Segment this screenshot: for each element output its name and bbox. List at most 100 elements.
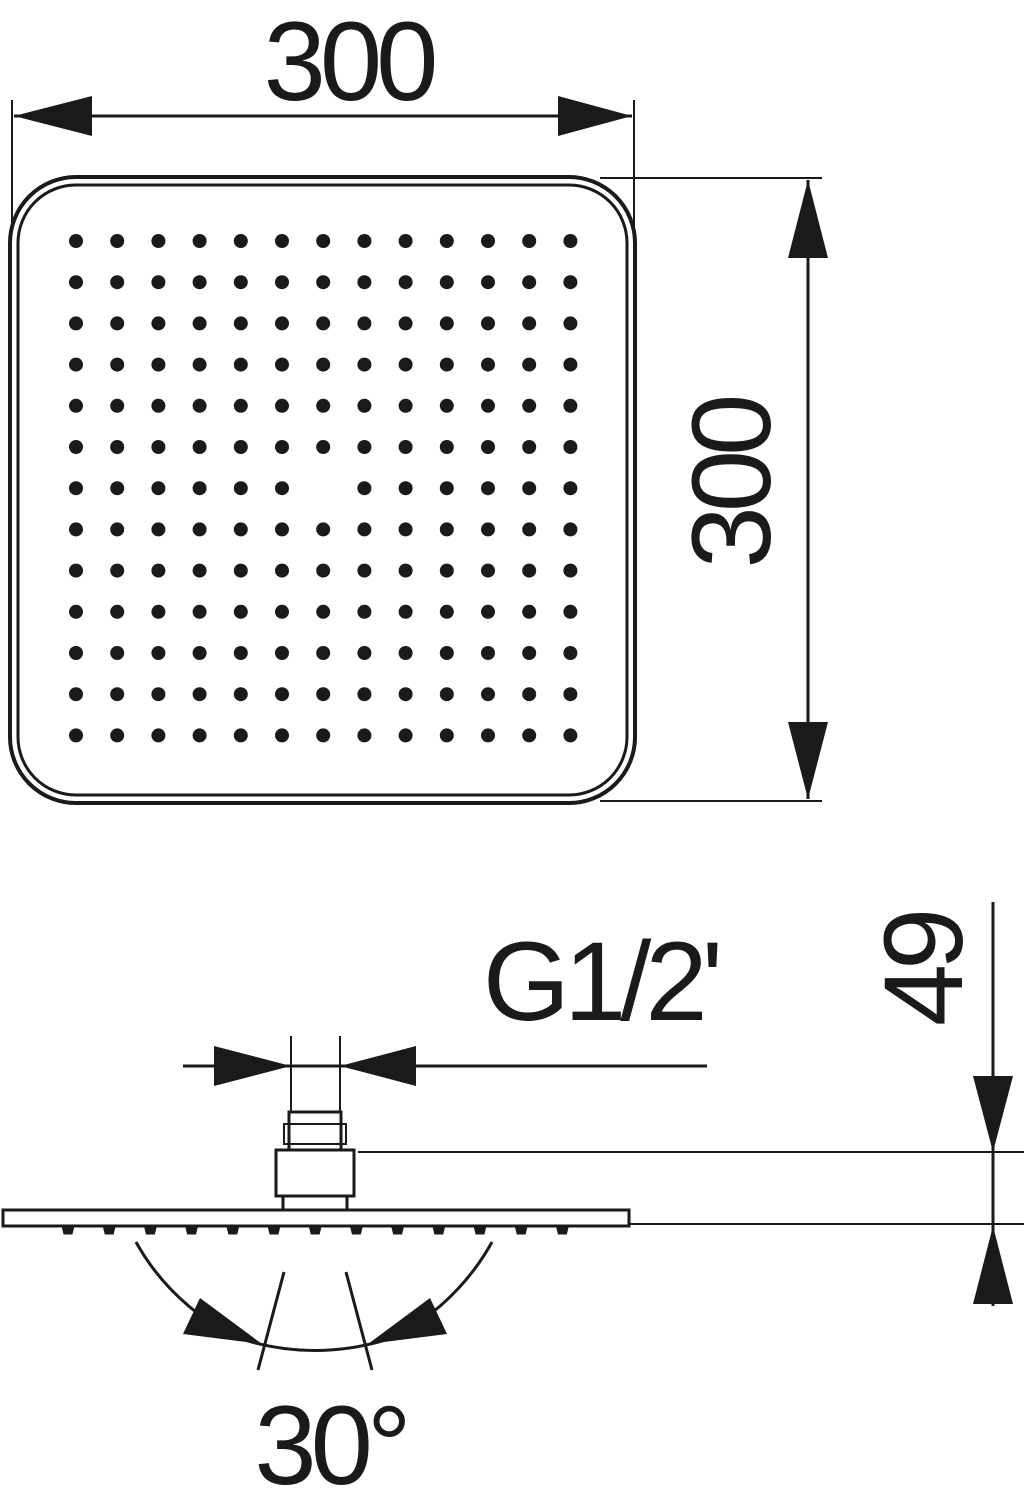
nozzle-dot: [439, 687, 454, 702]
nozzle-dot: [398, 646, 413, 660]
side-nozzle: [391, 1225, 405, 1235]
nozzle-dot: [233, 316, 248, 331]
nozzle-dot: [69, 687, 83, 702]
side-nozzle: [61, 1225, 75, 1235]
nozzle-dot: [357, 234, 372, 248]
nozzle-dot: [233, 440, 248, 454]
nozzle-dot: [275, 646, 289, 660]
nozzle-dot: [439, 316, 454, 331]
side-nozzle: [102, 1225, 116, 1235]
nozzle-dot: [439, 234, 454, 248]
nozzle-dot: [316, 687, 331, 702]
nozzle-dot: [233, 687, 248, 702]
nozzle-dot: [275, 687, 289, 702]
nozzle-dot: [69, 522, 83, 537]
nozzle-dot: [439, 646, 454, 660]
side-nozzle: [267, 1225, 281, 1235]
nozzle-dot: [69, 440, 83, 454]
nozzle-dot: [192, 316, 207, 331]
nozzle-dot: [398, 234, 413, 248]
nozzle-dot: [481, 604, 495, 619]
nozzle-dot: [481, 646, 495, 660]
arrowhead-down: [788, 722, 828, 799]
nozzle-dot: [233, 398, 248, 413]
nozzle-dot: [563, 604, 578, 619]
nozzle-dot: [110, 728, 125, 743]
nozzle-dot: [275, 440, 289, 454]
nozzle-dot: [110, 563, 125, 578]
nozzle-dot: [522, 481, 537, 496]
thread-label: G1/2': [483, 919, 718, 1044]
nozzle-dot: [275, 522, 289, 537]
spray-angle-dimension: 30°: [134, 1241, 494, 1492]
nozzle-dot: [357, 563, 372, 578]
nozzle-dot: [481, 687, 495, 702]
nozzle-dot: [316, 234, 331, 248]
nozzle-dot: [439, 440, 454, 454]
nozzle-dot: [192, 481, 207, 496]
nozzle-dot: [275, 398, 289, 413]
nozzle-dot: [398, 604, 413, 619]
nozzle-dot: [481, 522, 495, 537]
nozzle-dot: [481, 234, 495, 248]
nozzle-dot: [481, 481, 495, 496]
nozzle-dot: [522, 398, 537, 413]
nozzle-dot: [563, 646, 578, 660]
nozzle-dot: [110, 357, 125, 372]
side-nozzle: [185, 1225, 199, 1235]
nozzle-dot: [275, 275, 289, 290]
nozzle-dot: [316, 604, 331, 619]
nozzle-dot: [357, 646, 372, 660]
nozzle-dot: [316, 275, 331, 290]
nozzle-dot: [481, 440, 495, 454]
arrowhead-up: [973, 1226, 1013, 1304]
nozzle-dot: [563, 481, 578, 496]
nozzle-dot: [357, 481, 372, 496]
nozzle-dot: [151, 357, 166, 372]
nozzle-dot: [316, 316, 331, 331]
nozzle-dot: [481, 275, 495, 290]
arrowhead-left: [14, 96, 92, 136]
nozzle-dot: [439, 357, 454, 372]
nozzle-dot: [316, 522, 331, 537]
nozzle-dot: [233, 604, 248, 619]
nozzle-dot: [233, 357, 248, 372]
nozzle-dot: [357, 604, 372, 619]
nozzle-dot: [563, 234, 578, 248]
nozzle-dot: [563, 316, 578, 331]
nozzle-dot: [357, 316, 372, 331]
nozzle-dot: [398, 563, 413, 578]
nozzle-dot: [563, 357, 578, 372]
nozzle-dot: [275, 563, 289, 578]
nozzle-dot: [151, 728, 166, 743]
nozzle-dot: [563, 563, 578, 578]
height-dimension: 300: [600, 177, 828, 802]
nozzle-dot: [398, 687, 413, 702]
depth-dimension: 49: [358, 902, 1024, 1306]
nozzle-dot: [151, 481, 166, 496]
nozzle-dot: [69, 728, 83, 743]
nozzle-dot: [316, 646, 331, 660]
nozzle-dot: [69, 646, 83, 660]
nozzle-dot: [192, 728, 207, 743]
ball-joint-connector: [274, 1110, 356, 1212]
side-nozzle-row: [61, 1225, 569, 1235]
side-nozzle: [555, 1225, 569, 1235]
side-nozzle: [473, 1225, 487, 1235]
nozzle-dot: [522, 316, 537, 331]
nozzle-dot: [192, 522, 207, 537]
nozzle-dot: [69, 275, 83, 290]
nozzle-dot: [481, 728, 495, 743]
nozzle-dot: [316, 398, 331, 413]
nozzle-dot: [151, 234, 166, 248]
nozzle-dot: [110, 234, 125, 248]
nozzle-dot: [439, 522, 454, 537]
nozzle-dot: [522, 357, 537, 372]
nozzle-dot: [522, 563, 537, 578]
nozzle-dot: [439, 275, 454, 290]
nozzle-dot: [522, 687, 537, 702]
nozzle-dot: [563, 728, 578, 743]
arrowhead-down: [973, 1076, 1013, 1152]
nozzle-dot: [151, 687, 166, 702]
